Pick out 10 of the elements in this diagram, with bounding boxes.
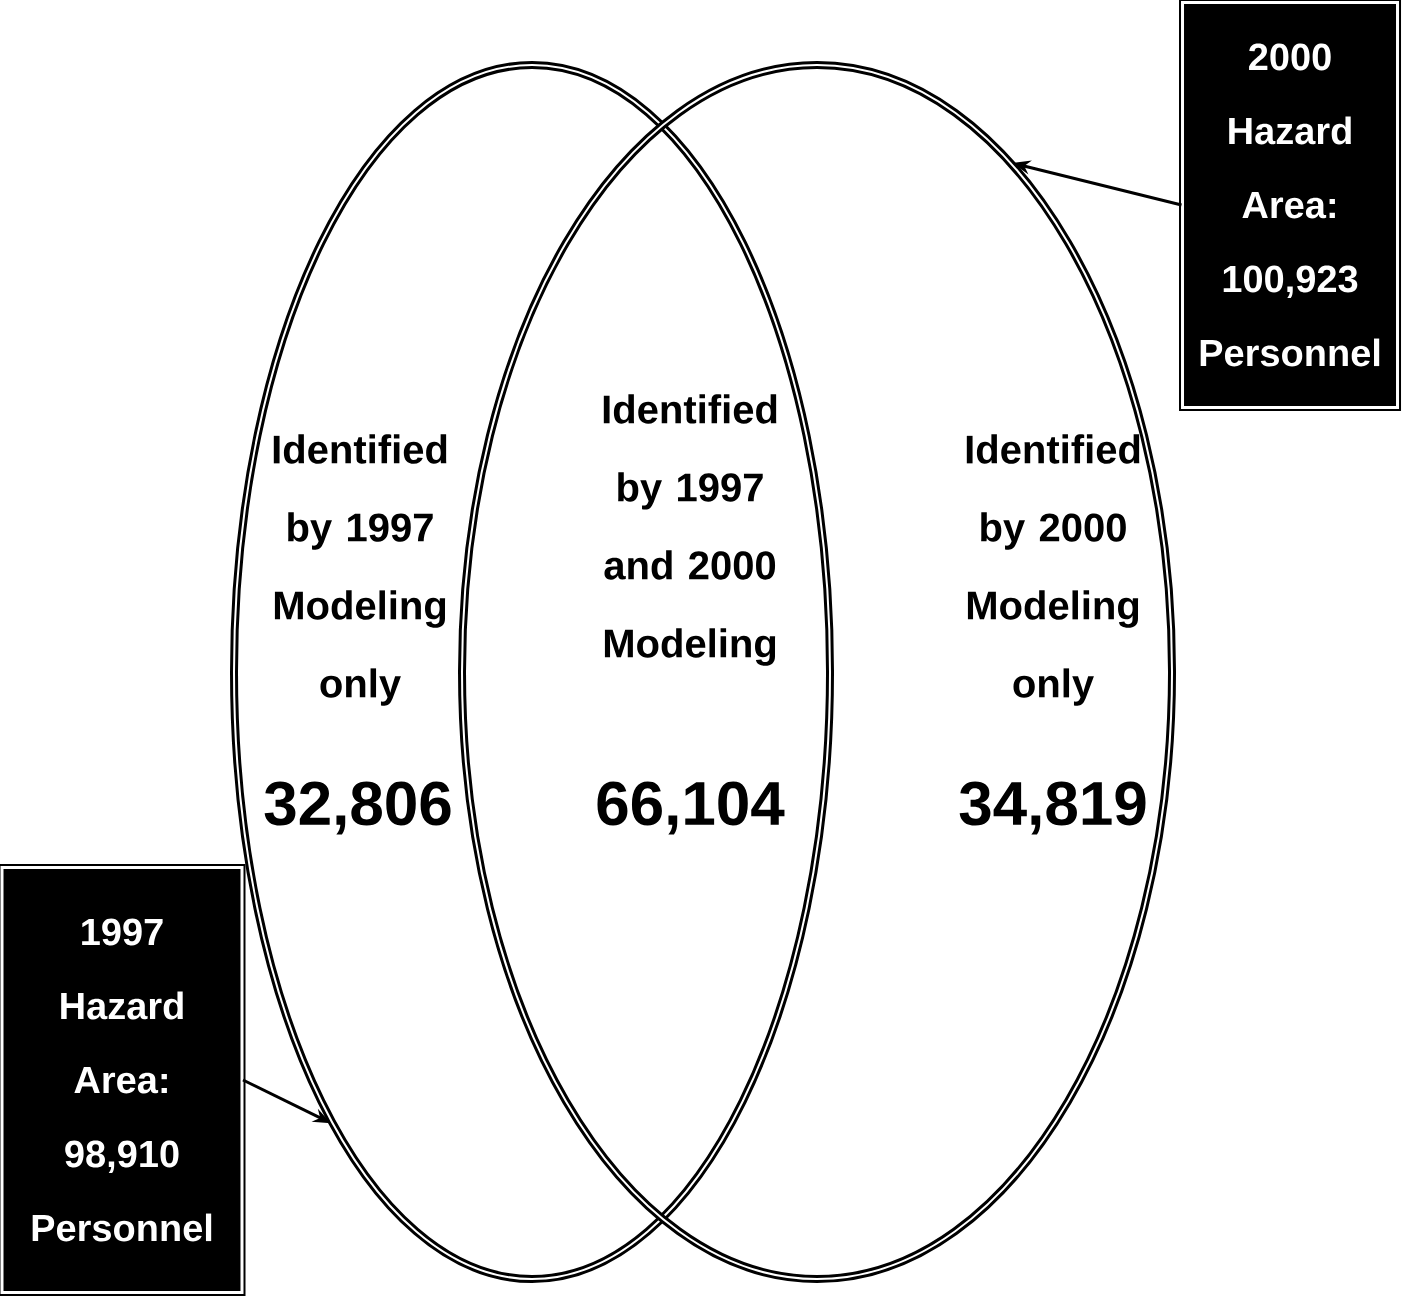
region-label: Identified by 1997 Modeling only <box>273 434 447 706</box>
callout-box: 1997 Hazard Area: 98,910 Personnel <box>0 864 246 1296</box>
region-label: Identified by 1997 and 2000 Modeling <box>603 394 777 666</box>
region-label: 34,819 <box>959 781 1146 835</box>
callout-box: 2000 Hazard Area: 100,923 Personnel <box>1179 0 1401 411</box>
region-label: Identified by 2000 Modeling only <box>966 434 1140 706</box>
region-label: 32,806 <box>264 781 451 835</box>
region-label: 66,104 <box>597 781 785 835</box>
venn-ellipse <box>458 61 1176 1283</box>
venn-ellipse <box>230 61 834 1283</box>
